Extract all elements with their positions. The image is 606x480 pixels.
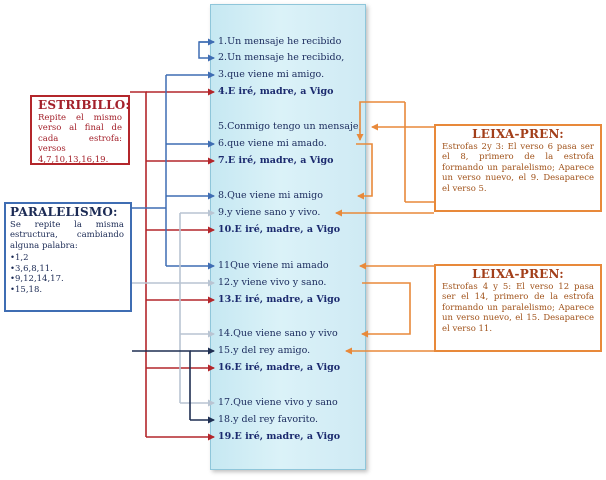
poem-panel bbox=[210, 4, 366, 470]
verse-line: 17.Que viene vivo y sano bbox=[218, 397, 338, 408]
verse-line: 5.Conmigo tengo un mensaje, bbox=[218, 121, 362, 132]
verse-line: 14.Que viene sano y vivo bbox=[218, 328, 338, 339]
leixa-pren-connector bbox=[361, 282, 411, 338]
leixa-pren-connector bbox=[356, 101, 405, 141]
paralelismo-item: •3,6,8,11. bbox=[10, 263, 53, 274]
paralelismo-item: •15,18. bbox=[10, 284, 43, 295]
estribillo-title: ESTRIBILLO: bbox=[38, 98, 131, 112]
estribillo-trunk bbox=[130, 91, 147, 437]
paralelismo-callout: PARALELISMO: Se repite la misma estructu… bbox=[4, 202, 132, 312]
paralelismo-item: •9,12,14,17. bbox=[10, 274, 64, 284]
refrain-verse: 4.E iré, madre, a Vigo bbox=[218, 86, 334, 97]
verse-line: 8.Que viene mi amigo bbox=[218, 190, 323, 201]
verse-line: 18.y del rey favorito. bbox=[218, 414, 319, 425]
leixa-pren-callout-1: LEIXA-PREN: Estrofas 2y 3: El verso 6 pa… bbox=[434, 124, 602, 212]
verse-line: 2.Un mensaje he recibido, bbox=[218, 52, 345, 63]
refrain-verse: 13.E iré, madre, a Vigo bbox=[218, 294, 341, 305]
refrain-verse: 19.E iré, madre, a Vigo bbox=[218, 431, 341, 442]
verse-line: 3.que viene mi amigo. bbox=[218, 69, 325, 80]
leixa-pren-connector bbox=[356, 143, 373, 200]
leixa-pren-1-body: Estrofas 2y 3: El verso 6 pasa ser el 8,… bbox=[442, 141, 594, 194]
leixa-pren-2-body: Estrofas 4 y 5: El verso 12 pasa ser el … bbox=[442, 281, 594, 334]
refrain-verse: 16.E iré, madre, a Vigo bbox=[218, 362, 341, 373]
refrain-verse: 7.E iré, madre, a Vigo bbox=[218, 155, 334, 166]
paralelismo-item: •1,2 bbox=[10, 253, 29, 263]
refrain-verse: 10.E iré, madre, a Vigo bbox=[218, 224, 341, 235]
verse-line: 1.Un mensaje he recibido bbox=[218, 36, 342, 47]
parallel-connector-1-2 bbox=[198, 41, 215, 62]
estribillo-body: Repite el mismo verso al final de cada e… bbox=[38, 112, 122, 165]
leixa-pren-1-title: LEIXA-PREN: bbox=[472, 127, 564, 141]
paralelismo-body: Se repite la misma estructura, cambiando… bbox=[10, 219, 124, 251]
leixa-pren-callout-2: LEIXA-PREN: Estrofas 4 y 5: El verso 12 … bbox=[434, 264, 602, 352]
paralelismo-trunk bbox=[132, 350, 191, 420]
paralelismo-list: •1,2 •3,6,8,11. •9,12,14,17. •15,18. bbox=[10, 253, 124, 295]
leixa-pren-2-title: LEIXA-PREN: bbox=[472, 267, 564, 281]
estribillo-callout: ESTRIBILLO: Repite el mismo verso al fin… bbox=[30, 95, 130, 165]
verse-line: 11Que viene mi amado bbox=[218, 260, 329, 271]
paralelismo-title: PARALELISMO: bbox=[10, 205, 118, 219]
verse-line: 12.y viene vivo y sano. bbox=[218, 277, 327, 288]
verse-line: 15.y del rey amigo. bbox=[218, 345, 311, 356]
verse-line: 6.que viene mi amado. bbox=[218, 138, 327, 149]
verse-line: 9.y viene sano y vivo. bbox=[218, 207, 321, 218]
